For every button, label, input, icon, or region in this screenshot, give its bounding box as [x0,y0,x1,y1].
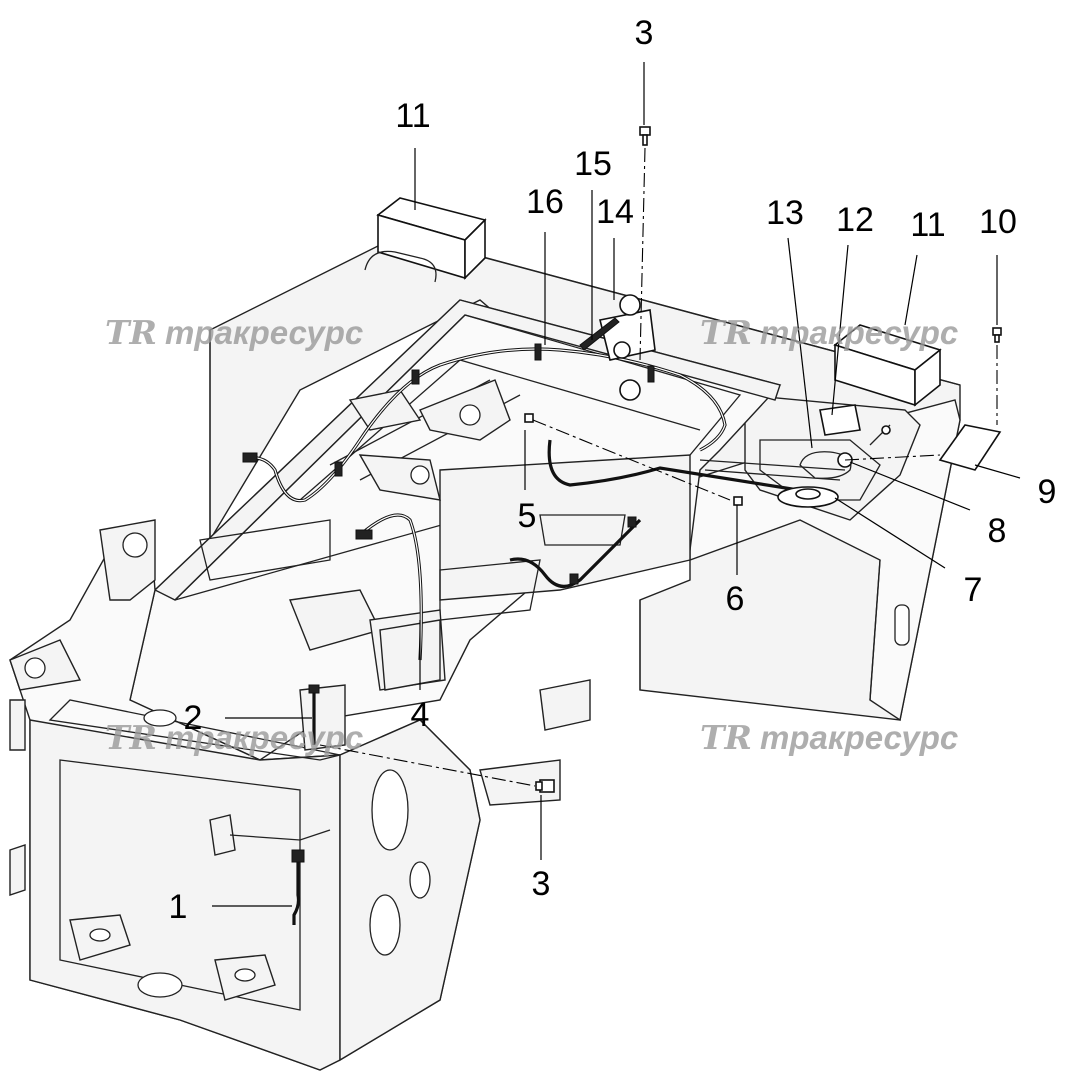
battery-box-left [364,197,487,283]
fasteners [524,126,1002,793]
ground-cable [291,849,305,925]
battery-switch [579,294,656,401]
callout-3-top: 3 [634,14,654,52]
callout-1: 1 [168,888,188,926]
callout-9: 9 [1037,473,1057,511]
callout-6: 6 [725,580,745,618]
callout-11-left: 11 [395,97,431,135]
callout-2: 2 [183,699,203,737]
callout-7: 7 [963,571,983,609]
cover-plate [938,424,1002,471]
callout-4: 4 [410,696,430,734]
leader-lines [212,62,1021,907]
callout-5: 5 [517,497,537,535]
callout-11-right: 11 [910,206,946,244]
callout-10: 10 [979,203,1017,241]
callout-15: 15 [574,145,612,183]
battery-box-right [833,324,942,407]
callout-14: 14 [596,193,634,231]
wiring-harness [242,343,846,661]
callout-13: 13 [766,194,804,232]
callout-8: 8 [987,512,1007,550]
callout-12: 12 [836,201,874,239]
battery-cable-2 [308,684,320,745]
callout-3-bottom: 3 [531,865,551,903]
relay-assembly [777,404,891,508]
callout-16: 16 [526,183,564,221]
front-frame [9,519,591,1071]
